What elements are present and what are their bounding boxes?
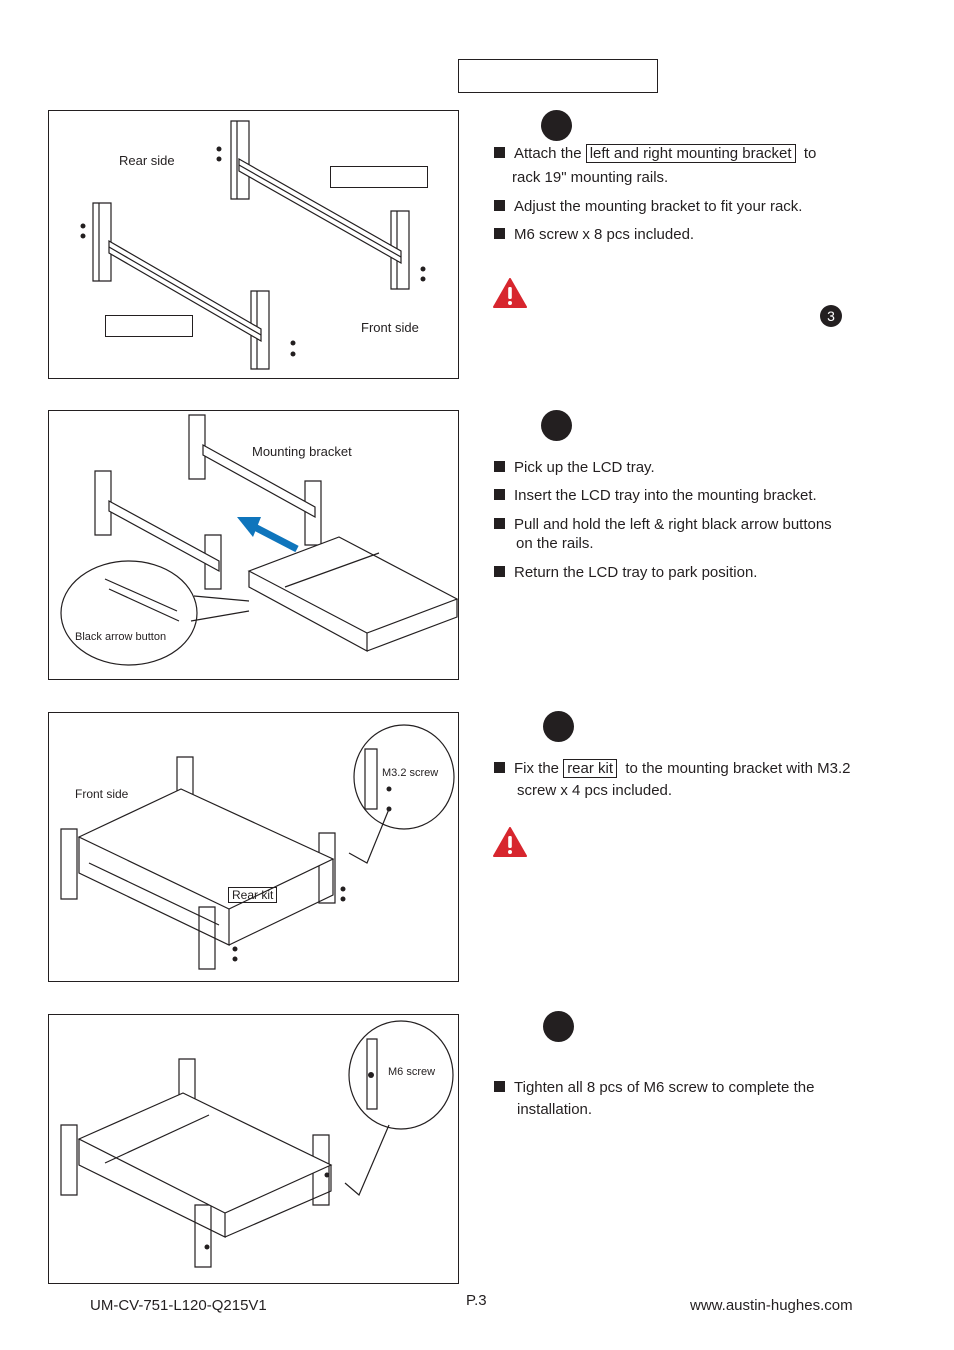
lcd-tray-insertion-illustration [60,414,458,666]
bullet-square-icon [494,566,505,577]
bullet-square-icon [494,147,505,158]
mounting-bracket-highlight: left and right mounting bracket [585,144,796,163]
bullet-square-icon [494,489,505,500]
warning-icon [493,827,527,857]
black-arrow-button-label: Black arrow button [75,631,167,643]
figure-panel-1: Rear side Front side [48,110,459,379]
m6-screw-tightening-illustration [60,1020,454,1268]
step-1-bullet-2: Adjust the mounting bracket to fit your … [494,197,894,217]
step-4-marker [543,1011,574,1042]
step-1-bullet-1-line2: rack 19" mounting rails. [512,169,669,186]
rear-kit-highlight: rear kit [563,759,618,778]
website-link[interactable]: www.austin-hughes.com [690,1297,853,1314]
step-4-bullet-1: Tighten all 8 pcs of M6 screw to complet… [494,1078,894,1098]
step-4-bullet-1-line2: installation. [517,1101,593,1118]
step-2-bullet-4: Return the LCD tray to park position. [494,563,894,583]
step-3-reference-marker: 3 [820,305,842,327]
warning-icon [493,278,527,308]
step-3-bullet-1-line2: screw x 4 pcs included. [517,782,673,799]
figure-panel-3: M3.2 screw Front side Rear kit [48,712,459,982]
rear-kit-label: Rear kit [228,887,278,903]
step-2-bullet-1: Pick up the LCD tray. [494,458,894,478]
front-side-label: Front side [361,320,419,335]
rack-rails-illustration [80,120,426,370]
step-2-bullet-3-line2: on the rails. [516,535,594,552]
bullet-square-icon [494,762,505,773]
step-3-marker [543,711,574,742]
bullet-square-icon [494,518,505,529]
page-number: P.3 [466,1292,487,1309]
bullet-square-icon [494,1081,505,1092]
m32-screw-label: M3.2 screw [382,767,439,779]
step-1-marker [541,110,572,141]
part-label-box-lower [105,315,193,337]
section-title-box [458,59,658,93]
rear-side-label: Rear side [119,153,175,168]
step-1-bullet-3: M6 screw x 8 pcs included. [494,225,894,245]
figure-panel-2: Mounting bracket Black arrow button [48,410,459,680]
bullet-square-icon [494,200,505,211]
figure-panel-4: M6 screw [48,1014,459,1284]
document-code: UM-CV-751-L120-Q215V1 [90,1297,267,1314]
front-side-label: Front side [75,787,129,801]
bullet-square-icon [494,228,505,239]
step-2-marker [541,410,572,441]
rear-kit-installation-illustration [60,724,455,970]
part-label-box-upper [330,166,428,188]
bullet-square-icon [494,461,505,472]
step-1-bullet-1: Attach the left and right mounting brack… [494,144,894,164]
step-2-bullet-3: Pull and hold the left & right black arr… [494,515,894,535]
step-2-bullet-2: Insert the LCD tray into the mounting br… [494,486,894,506]
step-3-bullet-1: Fix the rear kit to the mounting bracket… [494,759,894,779]
mounting-bracket-label: Mounting bracket [252,444,352,459]
m6-screw-label: M6 screw [388,1066,436,1078]
